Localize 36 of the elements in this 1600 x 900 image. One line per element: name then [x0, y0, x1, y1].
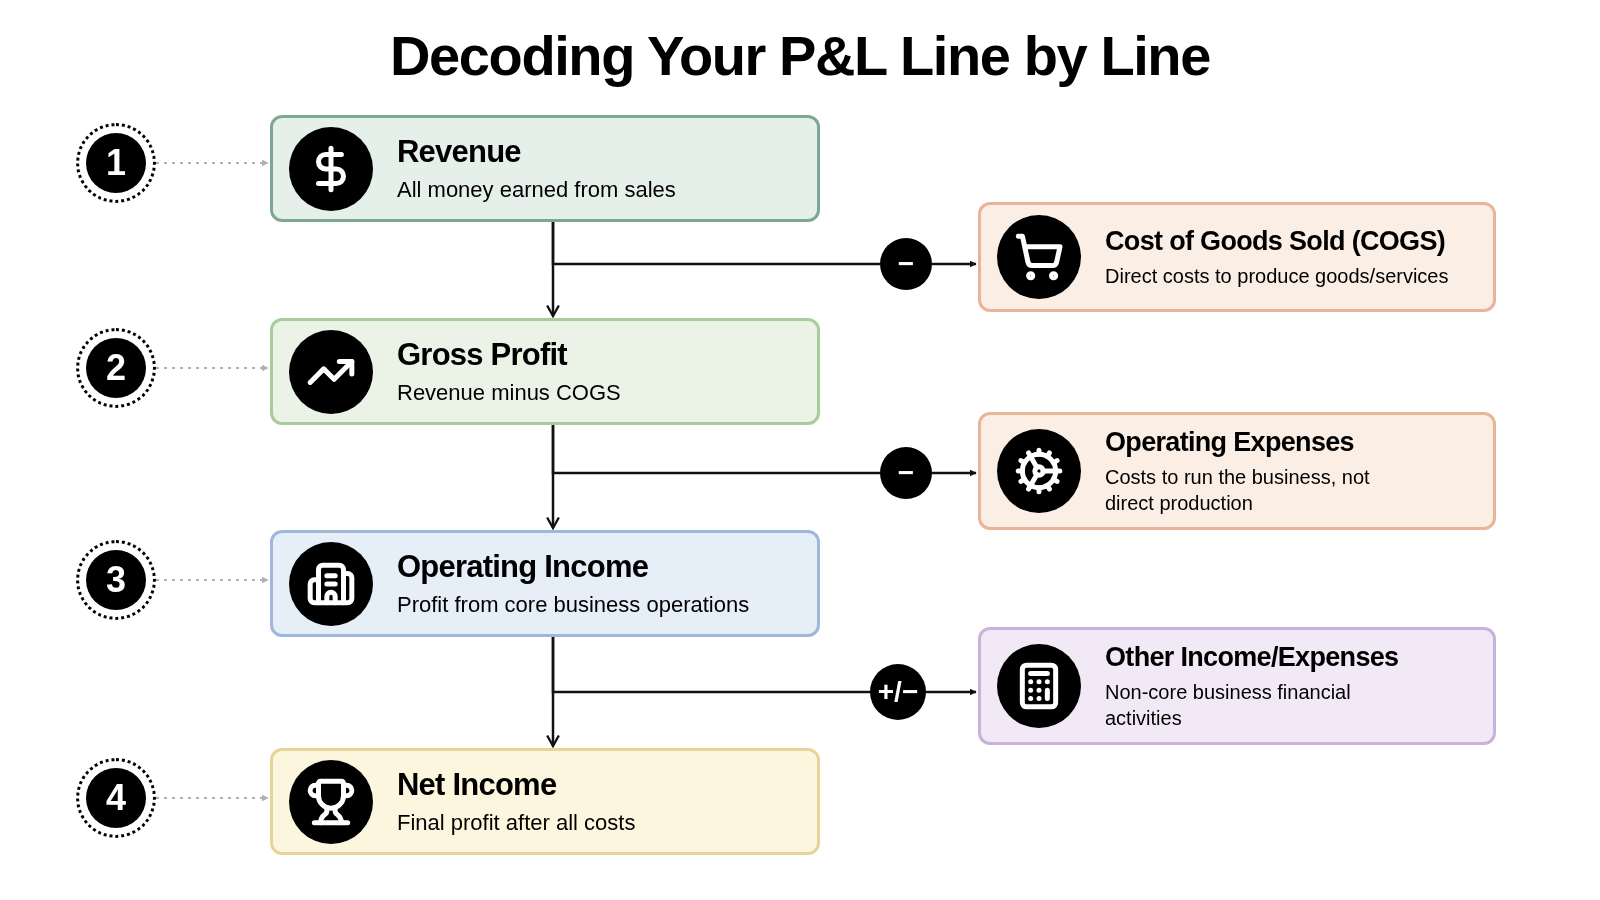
- line-item-card: [270, 318, 820, 425]
- card-heading: Cost of Goods Sold (COGS): [1105, 225, 1447, 259]
- line-item-card: [978, 202, 1496, 312]
- arrow: [926, 688, 977, 696]
- arrow: [155, 794, 269, 802]
- line-item-card: [978, 412, 1496, 530]
- step-number: 1: [76, 123, 156, 203]
- connector-line: [551, 222, 880, 266]
- card-description: Costs to run the business, not direct production: [1105, 464, 1371, 516]
- line-item-card: [270, 748, 820, 855]
- step-number: 2: [76, 328, 156, 408]
- card-heading: Net Income: [397, 765, 558, 804]
- card-description: Final profit after all costs: [397, 808, 636, 837]
- card-heading: Other Income/Expenses: [1105, 641, 1399, 675]
- connector-line: [551, 637, 870, 694]
- arrow: [932, 469, 977, 477]
- card-heading: Operating Income: [397, 547, 650, 586]
- card-heading: Revenue: [397, 132, 522, 171]
- line-item-card: [978, 627, 1496, 745]
- card-heading: Gross Profit: [397, 335, 569, 374]
- line-item-card: [270, 530, 820, 637]
- step-number: 3: [76, 540, 156, 620]
- card-description: All money earned from sales: [397, 175, 676, 204]
- arrow: [155, 364, 269, 372]
- arrow: [155, 159, 269, 167]
- card-description: Profit from core business operations: [397, 590, 750, 619]
- card-description: Non-core business financial activities: [1105, 679, 1352, 731]
- connector-line: [551, 425, 880, 475]
- step-number: 4: [76, 758, 156, 838]
- title: Decoding Your P&L Line by Line: [390, 23, 1210, 89]
- card-description: Direct costs to produce goods/services: [1105, 263, 1449, 289]
- line-item-card: [270, 115, 820, 222]
- card-heading: Operating Expenses: [1105, 426, 1355, 460]
- arrow: [932, 260, 977, 268]
- arrow: [155, 576, 269, 584]
- card-description: Revenue minus COGS: [397, 378, 621, 407]
